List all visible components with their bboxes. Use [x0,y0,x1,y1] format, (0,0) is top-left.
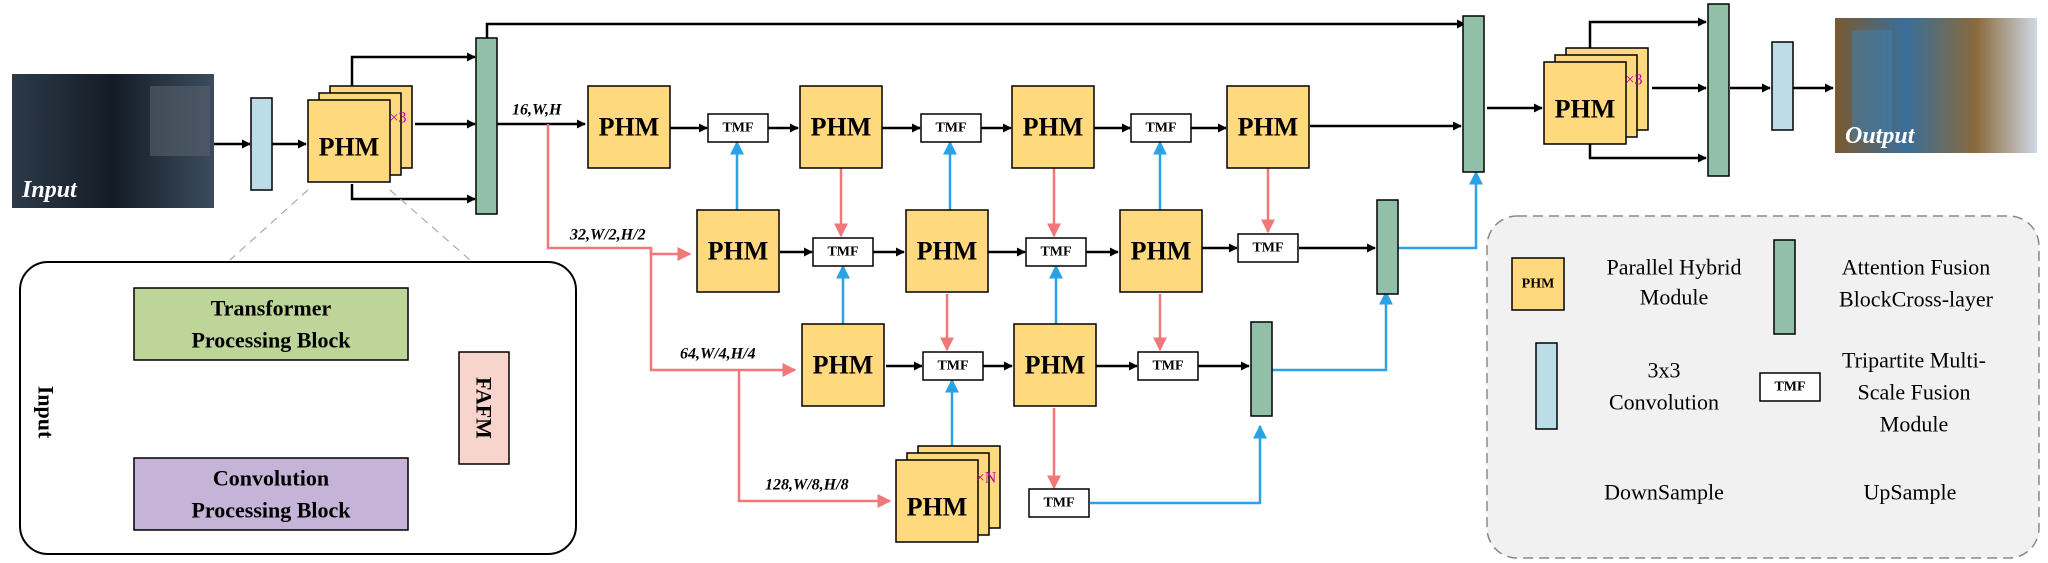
tmf-r1-2 [920,113,982,143]
tmf-r1-3 [1130,113,1192,143]
input-image-label: Input [21,177,78,203]
transformer-block-label-2: Processing Block [191,328,351,353]
wire-phm-att-bottom [350,184,476,204]
phm-r3-1 [801,323,885,407]
legend-upsample-text: UpSample [1864,480,1957,505]
phm-r2-3-label: PHM [1131,237,1192,266]
phm-stack-bottleneck-label: PHM [907,493,968,522]
phm-r1-1 [587,85,671,169]
legend-tmf-swatch [1759,372,1821,402]
phm-r3-2 [1013,323,1097,407]
legend-tmf-text-3: Module [1880,412,1948,437]
tmf-r1-3-label: TMF [1145,121,1176,136]
convolution-block-label-1: Convolution [213,466,329,491]
fafm-label: FAFM [472,377,497,439]
tmf-r2-1 [812,237,874,267]
phm-stack-bottleneck-multiplier: ×N [976,470,997,487]
legend-phm-text-2: Module [1640,285,1708,310]
tmf-r3-1-label: TMF [937,359,968,374]
fafm-block [458,351,510,465]
downsample-128 [737,370,892,508]
convolution-block-label-2: Processing Block [191,498,351,523]
downsample-64 [649,248,797,377]
legend-tmf-text-1: Tripartite Multi- [1842,348,1986,373]
phm-stack-input-label: PHM [319,133,380,162]
label-res-16: 16,W,H [512,102,562,119]
legend-attention-text-2: BlockCross-layer [1839,287,1994,312]
legend-tmf-swatch-label: TMF [1774,380,1805,395]
phm-r1-2 [799,85,883,169]
phm-r1-4-label: PHM [1238,113,1299,142]
phm-stack-output-layer-1 [1543,61,1627,145]
transformer-processing-block [133,287,409,361]
tmf-r3-2 [1137,351,1199,381]
tmf-r1-1-label: TMF [722,121,753,136]
attention-fusion-r3 [1250,321,1273,417]
output-image-label: Output [1845,123,1916,149]
attention-fusion-r2 [1376,199,1399,295]
phm-r2-2 [905,209,989,293]
attention-fusion-1 [475,37,498,215]
conv-input [250,97,273,191]
legend-conv-text-1: 3x3 [1648,358,1681,383]
legend-attention-text-1: Attention Fusion [1842,255,1991,280]
tmf-r3-2-label: TMF [1152,359,1183,374]
phm-r2-2-label: PHM [917,237,978,266]
tmf-r2-1-label: TMF [827,245,858,260]
output-image-shelf [1852,30,1892,140]
phm-r2-3 [1119,209,1203,293]
wire-outphm-att-top [1588,17,1707,54]
up-r3-att [1271,290,1393,372]
phm-r1-4 [1226,85,1310,169]
tmf-r4-1-label: TMF [1043,496,1074,511]
phm-r1-3-label: PHM [1023,113,1084,142]
attention-fusion-2 [1462,15,1485,173]
phm-r2-1-label: PHM [708,237,769,266]
tmf-r1-1 [707,113,769,143]
legend-conv-text-2: Convolution [1609,390,1719,415]
phm-stack-output-multiplier: ×3 [1625,72,1642,89]
up-r4-att [1090,424,1267,505]
tmf-r2-2 [1025,237,1087,267]
label-res-32: 32,W/2,H/2 [569,227,646,244]
legend-tmf-text-2: Scale Fusion [1857,380,1970,405]
zoom-line-left [229,189,309,261]
phm-stack-input-layer-1 [307,99,391,183]
label-res-64: 64,W/4,H/4 [680,346,756,363]
legend-phm-text-1: Parallel Hybrid [1606,255,1741,280]
phm-r1-1-label: PHM [599,113,660,142]
phm-r3-2-label: PHM [1025,351,1086,380]
legend-phm-swatch [1511,257,1565,311]
transformer-block-label-1: Transformer [211,296,332,321]
tmf-r3-1 [922,351,984,381]
attention-fusion-3 [1707,3,1730,177]
phm-r1-2-label: PHM [811,113,872,142]
input-image-highlight [150,86,210,156]
legend-attention-swatch [1773,239,1796,335]
legend-phm-swatch-label: PHM [1522,277,1555,292]
phm-r1-3 [1011,85,1095,169]
zoom-line-right [389,189,471,261]
wire-phm-att-top [350,52,476,97]
phm-r3-1-label: PHM [813,351,874,380]
tmf-r2-3-label: TMF [1252,241,1283,256]
tmf-r2-3 [1237,233,1299,263]
wire-outphm-att-bottom [1588,143,1707,163]
phm-r2-1 [696,209,780,293]
up-r2-att [1397,170,1483,250]
phm-stack-output-label: PHM [1555,95,1616,124]
tmf-r4-1 [1028,488,1090,518]
wire-skip-long [485,19,1466,38]
conv-output [1771,41,1794,131]
phm-stack-bottleneck-layer-1 [895,459,979,543]
legend-conv-swatch [1535,342,1558,430]
phm-stack-input-multiplier: ×3 [389,110,406,127]
label-res-128: 128,W/8,H/8 [765,477,849,494]
legend-downsample-text: DownSample [1604,480,1724,505]
detail-input-label: Input [34,386,59,439]
tmf-r2-2-label: TMF [1040,245,1071,260]
convolution-processing-block [133,457,409,531]
tmf-r1-2-label: TMF [935,121,966,136]
